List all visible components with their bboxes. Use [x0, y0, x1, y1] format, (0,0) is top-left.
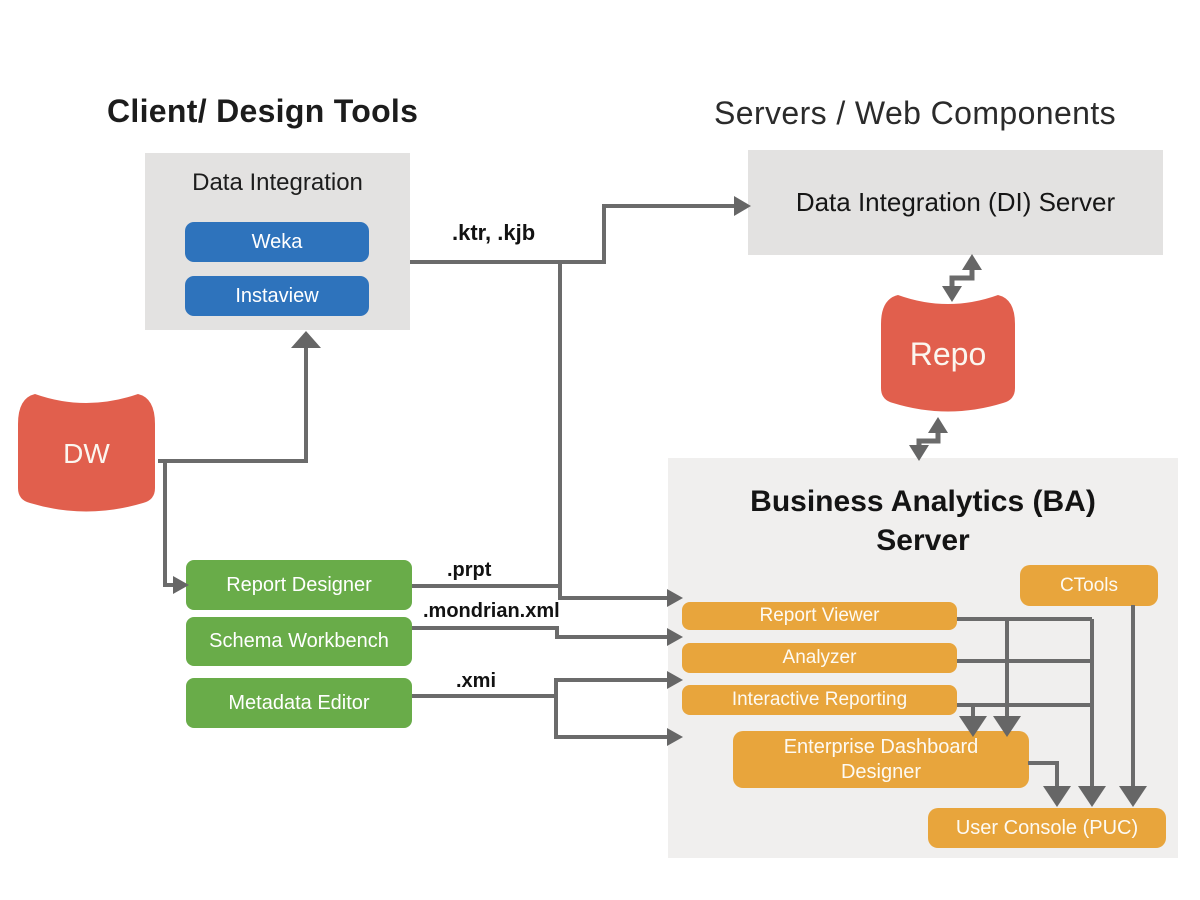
repo-label: Repo	[909, 335, 987, 372]
node-repo: Repo	[878, 288, 1018, 424]
edge-dw-to-report-designer	[163, 461, 173, 587]
node-report-designer: Report Designer	[186, 560, 412, 610]
node-instaview: Instaview	[185, 276, 369, 316]
edge-repo-ba-server-sync	[916, 431, 941, 447]
ba-server-title: Business Analytics (BA) Server	[750, 485, 1096, 557]
node-analyzer: Analyzer	[682, 643, 957, 673]
dw-label: DW	[63, 438, 110, 469]
node-schema-workbench: Schema Workbench	[186, 617, 412, 666]
node-enterprise-dashboard-designer: Enterprise Dashboard Designer	[733, 731, 1029, 788]
edge-mondrian	[412, 626, 667, 639]
arrowhead-up	[962, 254, 982, 270]
di-server-title: Data Integration (DI) Server	[795, 186, 1116, 217]
data-integration-title: Data Integration	[192, 169, 363, 196]
edge-label-prpt: .prpt	[447, 559, 492, 581]
node-dw: DW	[15, 386, 158, 526]
node-weka: Weka	[185, 222, 369, 262]
node-report-viewer: Report Viewer	[682, 602, 957, 630]
edge-xmi-down	[554, 696, 667, 739]
edge-xmi-up	[554, 678, 667, 696]
edge-label-mondrian-xml: .mondrian.xml	[423, 600, 560, 622]
datastore-shape	[881, 295, 1015, 412]
section-title-servers: Servers / Web Components	[714, 95, 1117, 131]
node-interactive-reporting: Interactive Reporting	[682, 685, 957, 715]
node-di-server: Data Integration (DI) Server	[748, 150, 1163, 255]
data-integration-group: Data Integration Weka Instaview	[145, 153, 410, 330]
arrowhead-up	[291, 331, 321, 348]
edge-dw-to-data-integration	[158, 348, 308, 463]
datastore-shape	[18, 394, 155, 512]
node-ctools: CTools	[1020, 565, 1158, 606]
node-metadata-editor: Metadata Editor	[186, 678, 412, 728]
node-user-console: User Console (PUC)	[928, 808, 1166, 848]
edge-di-server-repo-sync	[949, 268, 975, 288]
edge-label-ktr-kjb: .ktr, .kjb	[452, 220, 536, 245]
edge-label-xmi: .xmi	[456, 670, 497, 692]
section-title-client: Client/ Design Tools	[107, 93, 419, 129]
